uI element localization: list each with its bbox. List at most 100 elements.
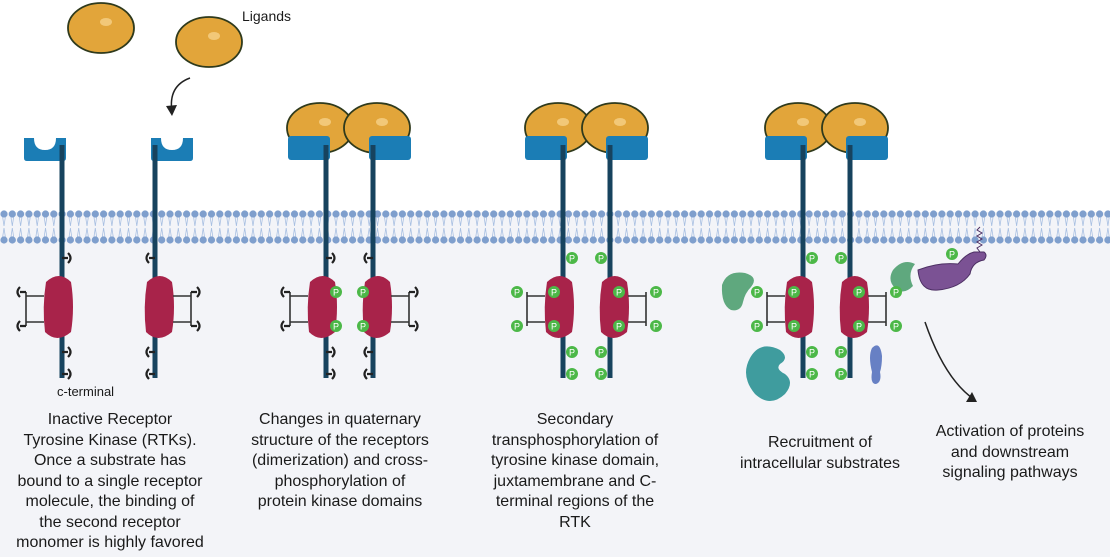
phosphate-label: P	[514, 322, 520, 332]
lipid-head	[307, 210, 315, 218]
phosphate-group: P	[835, 252, 847, 264]
lipid-head	[124, 210, 133, 218]
tyrosine-residue	[16, 320, 26, 332]
lipid-head	[656, 236, 664, 244]
lipid-head	[988, 210, 996, 218]
lipid-head	[432, 236, 440, 244]
phosphate-group: P	[890, 320, 902, 332]
lipid-head	[1013, 236, 1021, 244]
lipid-tail	[375, 215, 380, 239]
lipid-head	[979, 210, 988, 218]
phosphate-label: P	[809, 370, 815, 380]
phosphate-label: P	[360, 322, 366, 332]
lipid-head	[1029, 236, 1037, 244]
lipid-head	[822, 236, 830, 244]
lipid-tail	[284, 215, 289, 239]
phosphate-label: P	[551, 322, 557, 332]
lipid-head	[448, 236, 456, 244]
lipid-head	[108, 236, 116, 244]
lipid-head	[515, 210, 523, 218]
lipid-tail	[989, 215, 994, 239]
kinase-loop	[868, 292, 887, 326]
lipid-tail	[566, 215, 571, 239]
lipid-head	[539, 236, 548, 244]
phosphate-circle	[806, 252, 818, 264]
lipid-head	[1021, 210, 1029, 218]
lipid-head	[730, 236, 739, 244]
lipid-head	[1071, 236, 1079, 244]
kinase-loop	[766, 292, 785, 326]
lipid-tail	[898, 215, 903, 239]
lipid-head	[357, 210, 365, 218]
lipid-tail	[433, 215, 438, 239]
lipid-head	[896, 210, 905, 218]
lipid-head	[232, 236, 240, 244]
lipid-head	[772, 210, 780, 218]
lipid-tail	[334, 215, 338, 239]
lipid-head	[1004, 236, 1012, 244]
lipid-head	[705, 236, 714, 244]
phosphate-group: P	[650, 286, 662, 298]
phosphate-circle	[835, 346, 847, 358]
lipid-head	[207, 210, 216, 218]
phosphate-circle	[566, 368, 578, 380]
lipid-head	[50, 236, 58, 244]
lipid-head	[17, 236, 25, 244]
lipid-head	[207, 236, 216, 244]
lipid-head	[1004, 210, 1012, 218]
lipid-head	[382, 236, 390, 244]
lipid-tail	[549, 215, 554, 239]
lipid-tail	[533, 215, 538, 239]
substrate-protein-green	[721, 272, 754, 311]
lipid-head	[788, 210, 797, 218]
phosphate-group: P	[566, 368, 578, 380]
lipid-head	[66, 236, 74, 244]
lipid-tail	[591, 215, 596, 239]
phosphate-circle	[548, 320, 560, 332]
lipid-head	[25, 236, 33, 244]
lipid-tail	[383, 215, 388, 239]
lipid-head	[1046, 236, 1054, 244]
phosphate-circle	[595, 252, 607, 264]
phosphate-group: P	[853, 320, 865, 332]
lipid-head	[8, 210, 16, 218]
lipid-head	[415, 210, 423, 218]
phosphate-label: P	[791, 288, 797, 298]
lipid-head	[830, 210, 838, 218]
lipid-head	[83, 236, 91, 244]
kinase-loop	[526, 292, 545, 326]
lipid-tail	[624, 215, 629, 239]
ligand	[67, 2, 135, 54]
receptor-head	[24, 138, 66, 161]
lipid-head	[531, 210, 539, 218]
lipid-head	[506, 210, 514, 218]
lipid-head	[581, 236, 589, 244]
lipid-tail	[359, 215, 363, 239]
lipid-head	[274, 210, 282, 218]
lipid-head	[141, 236, 149, 244]
lipid-tail	[691, 215, 695, 239]
lipid-head	[191, 210, 199, 218]
phosphate-group: P	[788, 320, 800, 332]
lipid-tail	[865, 215, 870, 239]
lipid-head	[631, 210, 639, 218]
phosphate-group: P	[357, 320, 369, 332]
lipid-head	[340, 236, 348, 244]
kinase-loop	[391, 292, 410, 326]
phosphate-label: P	[551, 288, 557, 298]
lipid-head	[498, 236, 506, 244]
lipid-head	[930, 210, 938, 218]
phosphate-circle	[751, 320, 763, 332]
tyrosine-residue	[326, 368, 336, 380]
lipid-head	[963, 236, 971, 244]
phosphate-group: P	[595, 346, 607, 358]
lipid-head	[1079, 236, 1087, 244]
phosphate-label: P	[754, 288, 760, 298]
receptor-tyrosine-kinase	[24, 138, 73, 378]
lipid-head	[871, 236, 880, 244]
lipid-head	[697, 210, 705, 218]
lipid-head	[398, 236, 406, 244]
lipid-head	[116, 210, 124, 218]
lipid-tail	[508, 215, 513, 239]
lipid-head	[241, 236, 249, 244]
